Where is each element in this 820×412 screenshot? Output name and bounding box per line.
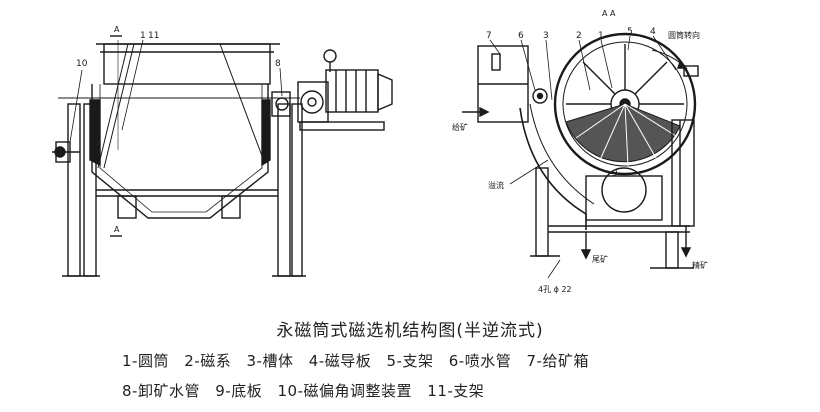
legend-item-11: 11-支架 [427, 382, 485, 400]
section-view [462, 32, 699, 279]
label-1-left: 1 [140, 31, 146, 41]
tank-curve [519, 107, 587, 230]
label-3-right: 3 [543, 31, 549, 41]
label-9-right: 9 [612, 169, 618, 179]
label-feed: 给矿 [452, 122, 468, 132]
label-rotation: 圆筒转向 [668, 30, 700, 40]
label-6-right: 6 [518, 31, 524, 41]
legend-row-1: 1-圆筒 2-磁系 3-槽体 4-磁导板 5-支架 6-喷水管 7-给矿箱 [122, 350, 802, 371]
label-5-right: 5 [627, 27, 633, 37]
legend-item-6: 6-喷水管 [448, 352, 512, 370]
label-concentrate: 精矿 [692, 260, 708, 270]
legend-item-7: 7-给矿箱 [526, 352, 589, 370]
legend-item-10: 10-磁偏角调整装置 [277, 382, 413, 400]
label-holes: 4孔 ϕ 22 [538, 285, 572, 294]
structure-drawing: 1 11 10 8 A A A A 7 6 3 2 1 5 4 9 圆筒转向 给… [52, 9, 708, 294]
front-view [52, 35, 393, 277]
legend-item-9: 9-底板 [215, 382, 263, 400]
label-section-a-top: A [114, 25, 120, 34]
label-1-right: 1 [598, 31, 604, 41]
label-4-right: 4 [650, 27, 656, 37]
legend-item-1: 1-圆筒 [122, 352, 169, 370]
label-10-left: 10 [76, 59, 88, 69]
diagram-caption: 永磁筒式磁选机结构图(半逆流式) [276, 321, 544, 341]
label-7-right: 7 [486, 31, 492, 41]
legend-item-4: 4-磁导板 [308, 352, 372, 370]
label-section-aa: A A [602, 9, 616, 18]
label-2-right: 2 [576, 31, 582, 41]
label-tailings: 尾矿 [592, 254, 608, 264]
drum [553, 32, 697, 176]
legend-item-2: 2-磁系 [184, 352, 232, 370]
legend-item-3: 3-槽体 [246, 352, 294, 370]
legend-row-2: 8-卸矿水管 9-底板 10-磁偏角调整装置 11-支架 [122, 380, 802, 401]
label-11-left: 11 [148, 31, 159, 41]
legend-item-8: 8-卸矿水管 [122, 382, 200, 400]
label-section-a-bottom: A [114, 225, 120, 234]
label-overflow: 溢流 [488, 180, 504, 190]
legend-item-5: 5-支架 [386, 352, 434, 370]
label-8-left: 8 [275, 59, 281, 69]
